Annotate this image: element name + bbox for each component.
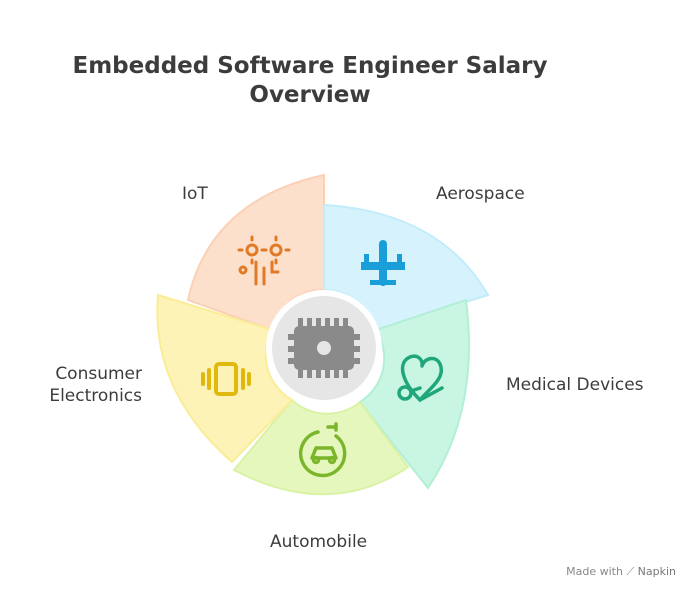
vibrating-phone-icon xyxy=(201,362,251,396)
label-medical-devices: Medical Devices xyxy=(506,375,644,395)
segment-aerospace xyxy=(323,203,490,332)
label-automobile: Automobile xyxy=(270,532,368,552)
label-consumer-electronics: Consumer Electronics xyxy=(49,364,142,406)
napkin-brand: Napkin xyxy=(637,565,676,578)
airplane-icon xyxy=(361,240,405,286)
label-aerospace: Aerospace xyxy=(436,184,525,204)
made-with-napkin[interactable]: Made with ⟋ Napkin xyxy=(566,565,676,579)
diagram-title: Embedded Software Engineer Salary Overvi… xyxy=(72,53,548,108)
iot-gears-icon xyxy=(237,235,291,286)
segment-consumer-electronics xyxy=(156,293,294,464)
stethoscope-heart-icon xyxy=(397,354,444,402)
napkin-logo-icon: ⟋ xyxy=(626,565,635,578)
label-iot: IoT xyxy=(182,184,208,204)
microchip-icon xyxy=(288,318,360,378)
electric-car-icon xyxy=(298,422,347,478)
made-with-text: Made with xyxy=(566,565,623,578)
